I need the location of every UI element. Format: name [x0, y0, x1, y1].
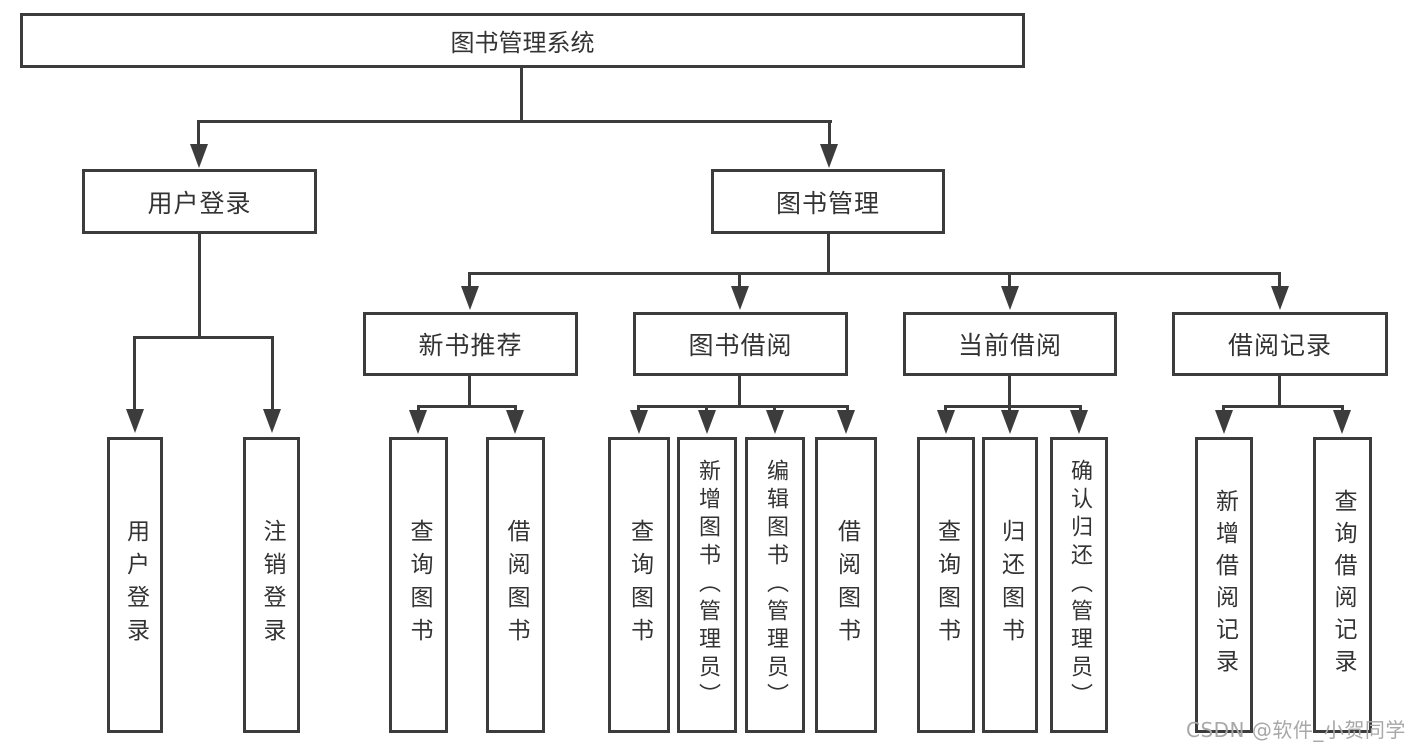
connector-shaft-g2-1 — [637, 405, 640, 413]
arrow-to-borrow-records — [1271, 286, 1289, 310]
connector-shaft-leaf-logout — [271, 336, 274, 412]
leaf-add-borrow-record-label: 新增借阅记录 — [1211, 489, 1238, 681]
arrow-to-user-login — [190, 144, 208, 168]
arrow-to-new-books — [461, 286, 479, 310]
connector-shaft-g2-4 — [846, 405, 849, 413]
leaf-query-books-3: 查询图书 — [917, 437, 975, 733]
connector-shaft-g1-1 — [417, 405, 420, 413]
connector-bar-level2 — [469, 272, 1281, 275]
arrow-g3-2 — [1001, 410, 1019, 434]
arrow-g3-1 — [937, 410, 955, 434]
arrow-g2-4 — [837, 410, 855, 434]
connector-shaft-leaf-login — [133, 336, 136, 412]
connector-shaft-g1-2 — [514, 405, 517, 413]
connector-shaft-book-mgmt — [828, 120, 831, 148]
leaf-query-books-2-label: 查询图书 — [626, 519, 653, 651]
node-current-borrow-label: 当前借阅 — [957, 331, 1062, 360]
leaf-borrow-books-2-label: 借阅图书 — [833, 519, 860, 651]
node-book-borrow: 图书借阅 — [633, 312, 848, 376]
leaf-logout-label: 注销登录 — [259, 519, 285, 651]
leaf-query-borrow-record: 查询借阅记录 — [1313, 437, 1372, 733]
leaf-logout: 注销登录 — [243, 437, 300, 733]
connector-bar-borrow-records — [1222, 405, 1344, 408]
connector-shaft-current-borrow — [1008, 272, 1011, 288]
leaf-return-books-label: 归还图书 — [997, 519, 1024, 651]
arrow-g2-2 — [698, 410, 716, 434]
arrow-g2-1 — [630, 410, 648, 434]
leaf-borrow-books-1-label: 借阅图书 — [503, 519, 529, 651]
arrow-g3-3 — [1070, 410, 1088, 434]
connector-current-borrow-stem — [1008, 376, 1011, 407]
leaf-return-books: 归还图书 — [982, 437, 1038, 733]
leaf-user-login-label: 用户登录 — [122, 519, 149, 651]
connector-new-books-stem — [468, 376, 471, 407]
arrow-g1-2 — [506, 410, 524, 434]
leaf-add-books-admin: 新增图书（管理员） — [677, 437, 737, 733]
arrow-g4-1 — [1215, 410, 1233, 434]
node-root: 图书管理系统 — [20, 13, 1025, 68]
leaf-query-books-2: 查询图书 — [608, 437, 670, 733]
connector-shaft-borrow-records — [1278, 272, 1281, 288]
connector-trunk — [520, 68, 523, 121]
node-user-login: 用户登录 — [82, 169, 317, 234]
arrow-to-book-mgmt — [820, 144, 838, 168]
node-book-borrow-label: 图书借阅 — [688, 331, 793, 360]
connector-shaft-g2-2 — [705, 405, 708, 413]
node-user-login-label: 用户登录 — [147, 188, 252, 218]
leaf-confirm-return-admin-label: 确认归还（管理员） — [1067, 459, 1092, 711]
connector-shaft-g3-1 — [944, 405, 947, 413]
arrow-to-leaf-login — [126, 409, 144, 433]
arrow-g2-3 — [766, 410, 784, 434]
connector-shaft-g4-2 — [1341, 405, 1344, 413]
leaf-query-borrow-record-label: 查询借阅记录 — [1330, 489, 1356, 681]
connector-bar-current-borrow — [944, 405, 1082, 408]
leaf-borrow-books-1: 借阅图书 — [486, 437, 545, 733]
connector-shaft-g3-3 — [1079, 405, 1082, 413]
connector-bar-book-borrow — [637, 405, 849, 408]
connector-book-borrow-stem — [738, 376, 741, 407]
leaf-edit-books-admin: 编辑图书（管理员） — [745, 437, 805, 733]
leaf-borrow-books-2: 借阅图书 — [815, 437, 877, 733]
connector-shaft-g2-3 — [773, 405, 776, 413]
node-book-mgmt-label: 图书管理 — [775, 188, 880, 218]
arrow-g4-2 — [1333, 410, 1351, 434]
node-current-borrow: 当前借阅 — [903, 312, 1117, 376]
arrow-to-leaf-logout — [263, 409, 281, 433]
connector-shaft-g3-2 — [1008, 405, 1011, 413]
leaf-confirm-return-admin: 确认归还（管理员） — [1050, 437, 1108, 733]
connector-bar-new-books — [417, 405, 517, 408]
csdn-watermark: CSDN @软件_小贺同学 — [1186, 718, 1405, 742]
leaf-edit-books-admin-label: 编辑图书（管理员） — [763, 459, 788, 711]
leaf-add-books-admin-label: 新增图书（管理员） — [695, 459, 720, 711]
arrow-g1-1 — [409, 410, 427, 434]
node-root-label: 图书管理系统 — [450, 29, 595, 57]
leaf-add-borrow-record: 新增借阅记录 — [1195, 437, 1253, 733]
node-new-books: 新书推荐 — [363, 312, 578, 376]
node-book-mgmt: 图书管理 — [711, 169, 945, 234]
node-borrow-records: 借阅记录 — [1172, 312, 1388, 376]
leaf-query-books-1-label: 查询图书 — [406, 519, 432, 651]
connector-book-mgmt-stem — [827, 234, 830, 275]
arrow-to-book-borrow — [731, 286, 749, 310]
connector-shaft-new-books — [468, 272, 471, 288]
connector-user-login-stem — [198, 234, 201, 339]
node-new-books-label: 新书推荐 — [418, 331, 523, 360]
connector-shaft-user-login — [197, 120, 200, 148]
leaf-query-books-3-label: 查询图书 — [933, 519, 960, 651]
connector-bar-level1 — [197, 120, 832, 123]
connector-shaft-g4-1 — [1222, 405, 1225, 413]
leaf-query-books-1: 查询图书 — [389, 437, 448, 733]
connector-shaft-book-borrow — [738, 272, 741, 288]
connector-bar-user-login — [133, 336, 274, 339]
connector-borrow-records-stem — [1278, 376, 1281, 407]
arrow-to-current-borrow — [1001, 286, 1019, 310]
node-borrow-records-label: 借阅记录 — [1227, 331, 1332, 360]
leaf-user-login: 用户登录 — [107, 437, 163, 733]
